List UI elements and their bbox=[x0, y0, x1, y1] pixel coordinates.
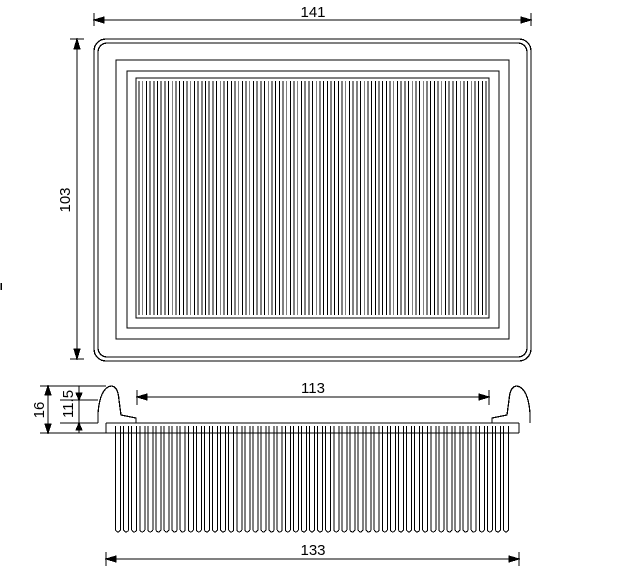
dim-label-133: 133 bbox=[300, 542, 325, 559]
dim-side-total-width bbox=[104, 552, 521, 566]
pleat-fold bbox=[123, 426, 130, 533]
left-lip bbox=[97, 385, 137, 423]
pleat-fold bbox=[244, 426, 251, 533]
pleat-fold bbox=[373, 426, 380, 533]
pleat-fold bbox=[341, 426, 348, 533]
dim-label-141: 141 bbox=[300, 4, 325, 21]
pleat-fold bbox=[430, 426, 437, 533]
pleat-fold bbox=[438, 426, 445, 533]
pleat-fold bbox=[260, 426, 267, 533]
top-view bbox=[93, 38, 532, 362]
pleat-fold bbox=[252, 426, 259, 533]
pleat-fold bbox=[163, 426, 170, 533]
pleat-fold bbox=[179, 426, 186, 533]
pleat-fold bbox=[276, 426, 283, 533]
pleat-fold bbox=[414, 426, 421, 533]
pleat-fold bbox=[503, 426, 509, 533]
pleat-fold bbox=[131, 426, 138, 533]
side-view bbox=[97, 385, 531, 533]
pleat-fold bbox=[454, 426, 461, 533]
pleat-fold bbox=[187, 426, 194, 533]
pleat-fold bbox=[422, 426, 429, 533]
pleat-fold bbox=[389, 426, 396, 533]
pleat-fold bbox=[139, 426, 146, 533]
pleat-fold bbox=[317, 426, 324, 533]
pleat-fold bbox=[446, 426, 453, 533]
pleat-fold bbox=[155, 426, 162, 533]
pleat-fold bbox=[115, 426, 121, 533]
pleat-fold bbox=[478, 426, 485, 533]
pleat-fold bbox=[171, 426, 178, 533]
dim-top-height bbox=[70, 37, 84, 361]
dim-label-113: 113 bbox=[301, 380, 325, 397]
pleat-fold bbox=[462, 426, 469, 533]
pleat-fold bbox=[212, 426, 218, 533]
pleat-fold bbox=[357, 426, 364, 533]
pleat-fold bbox=[203, 426, 210, 533]
pleat-fold bbox=[325, 426, 332, 533]
pleat-fold bbox=[300, 426, 307, 533]
dim-top-width bbox=[92, 13, 533, 26]
side-pleats bbox=[115, 426, 509, 533]
pleat-area-border bbox=[135, 77, 490, 319]
pleat-fold bbox=[397, 426, 404, 533]
dim-side-heights bbox=[40, 384, 106, 435]
pleat-fold bbox=[486, 426, 493, 533]
pleat-fold bbox=[147, 426, 154, 533]
dim-label-11-5: 11.5 bbox=[60, 390, 77, 418]
dim-side-inner-width bbox=[135, 390, 491, 405]
seal-frame bbox=[115, 59, 510, 340]
right-lip bbox=[491, 385, 531, 423]
outer-frame bbox=[93, 38, 532, 362]
pleat-fold bbox=[494, 426, 501, 533]
dim-label-16: 16 bbox=[31, 402, 48, 419]
pleat-fold bbox=[406, 426, 412, 533]
pleat-fold bbox=[349, 426, 356, 533]
pleat-fold bbox=[228, 426, 235, 533]
pleat-fold bbox=[365, 426, 372, 533]
pleat-frame bbox=[126, 70, 500, 329]
pleat-fold bbox=[292, 426, 299, 533]
top-pleats bbox=[138, 81, 487, 315]
pleat-fold bbox=[220, 426, 227, 533]
pleat-fold bbox=[195, 426, 202, 533]
pleat-fold bbox=[284, 426, 291, 533]
dim-label-103: 103 bbox=[57, 187, 74, 212]
pleat-fold bbox=[470, 426, 477, 533]
pleat-fold bbox=[333, 426, 340, 533]
pleat-fold bbox=[309, 426, 315, 533]
pleat-fold bbox=[268, 426, 275, 533]
pleat-fold bbox=[381, 426, 388, 533]
pleat-fold bbox=[236, 426, 243, 533]
outer-frame-inner bbox=[97, 42, 528, 358]
